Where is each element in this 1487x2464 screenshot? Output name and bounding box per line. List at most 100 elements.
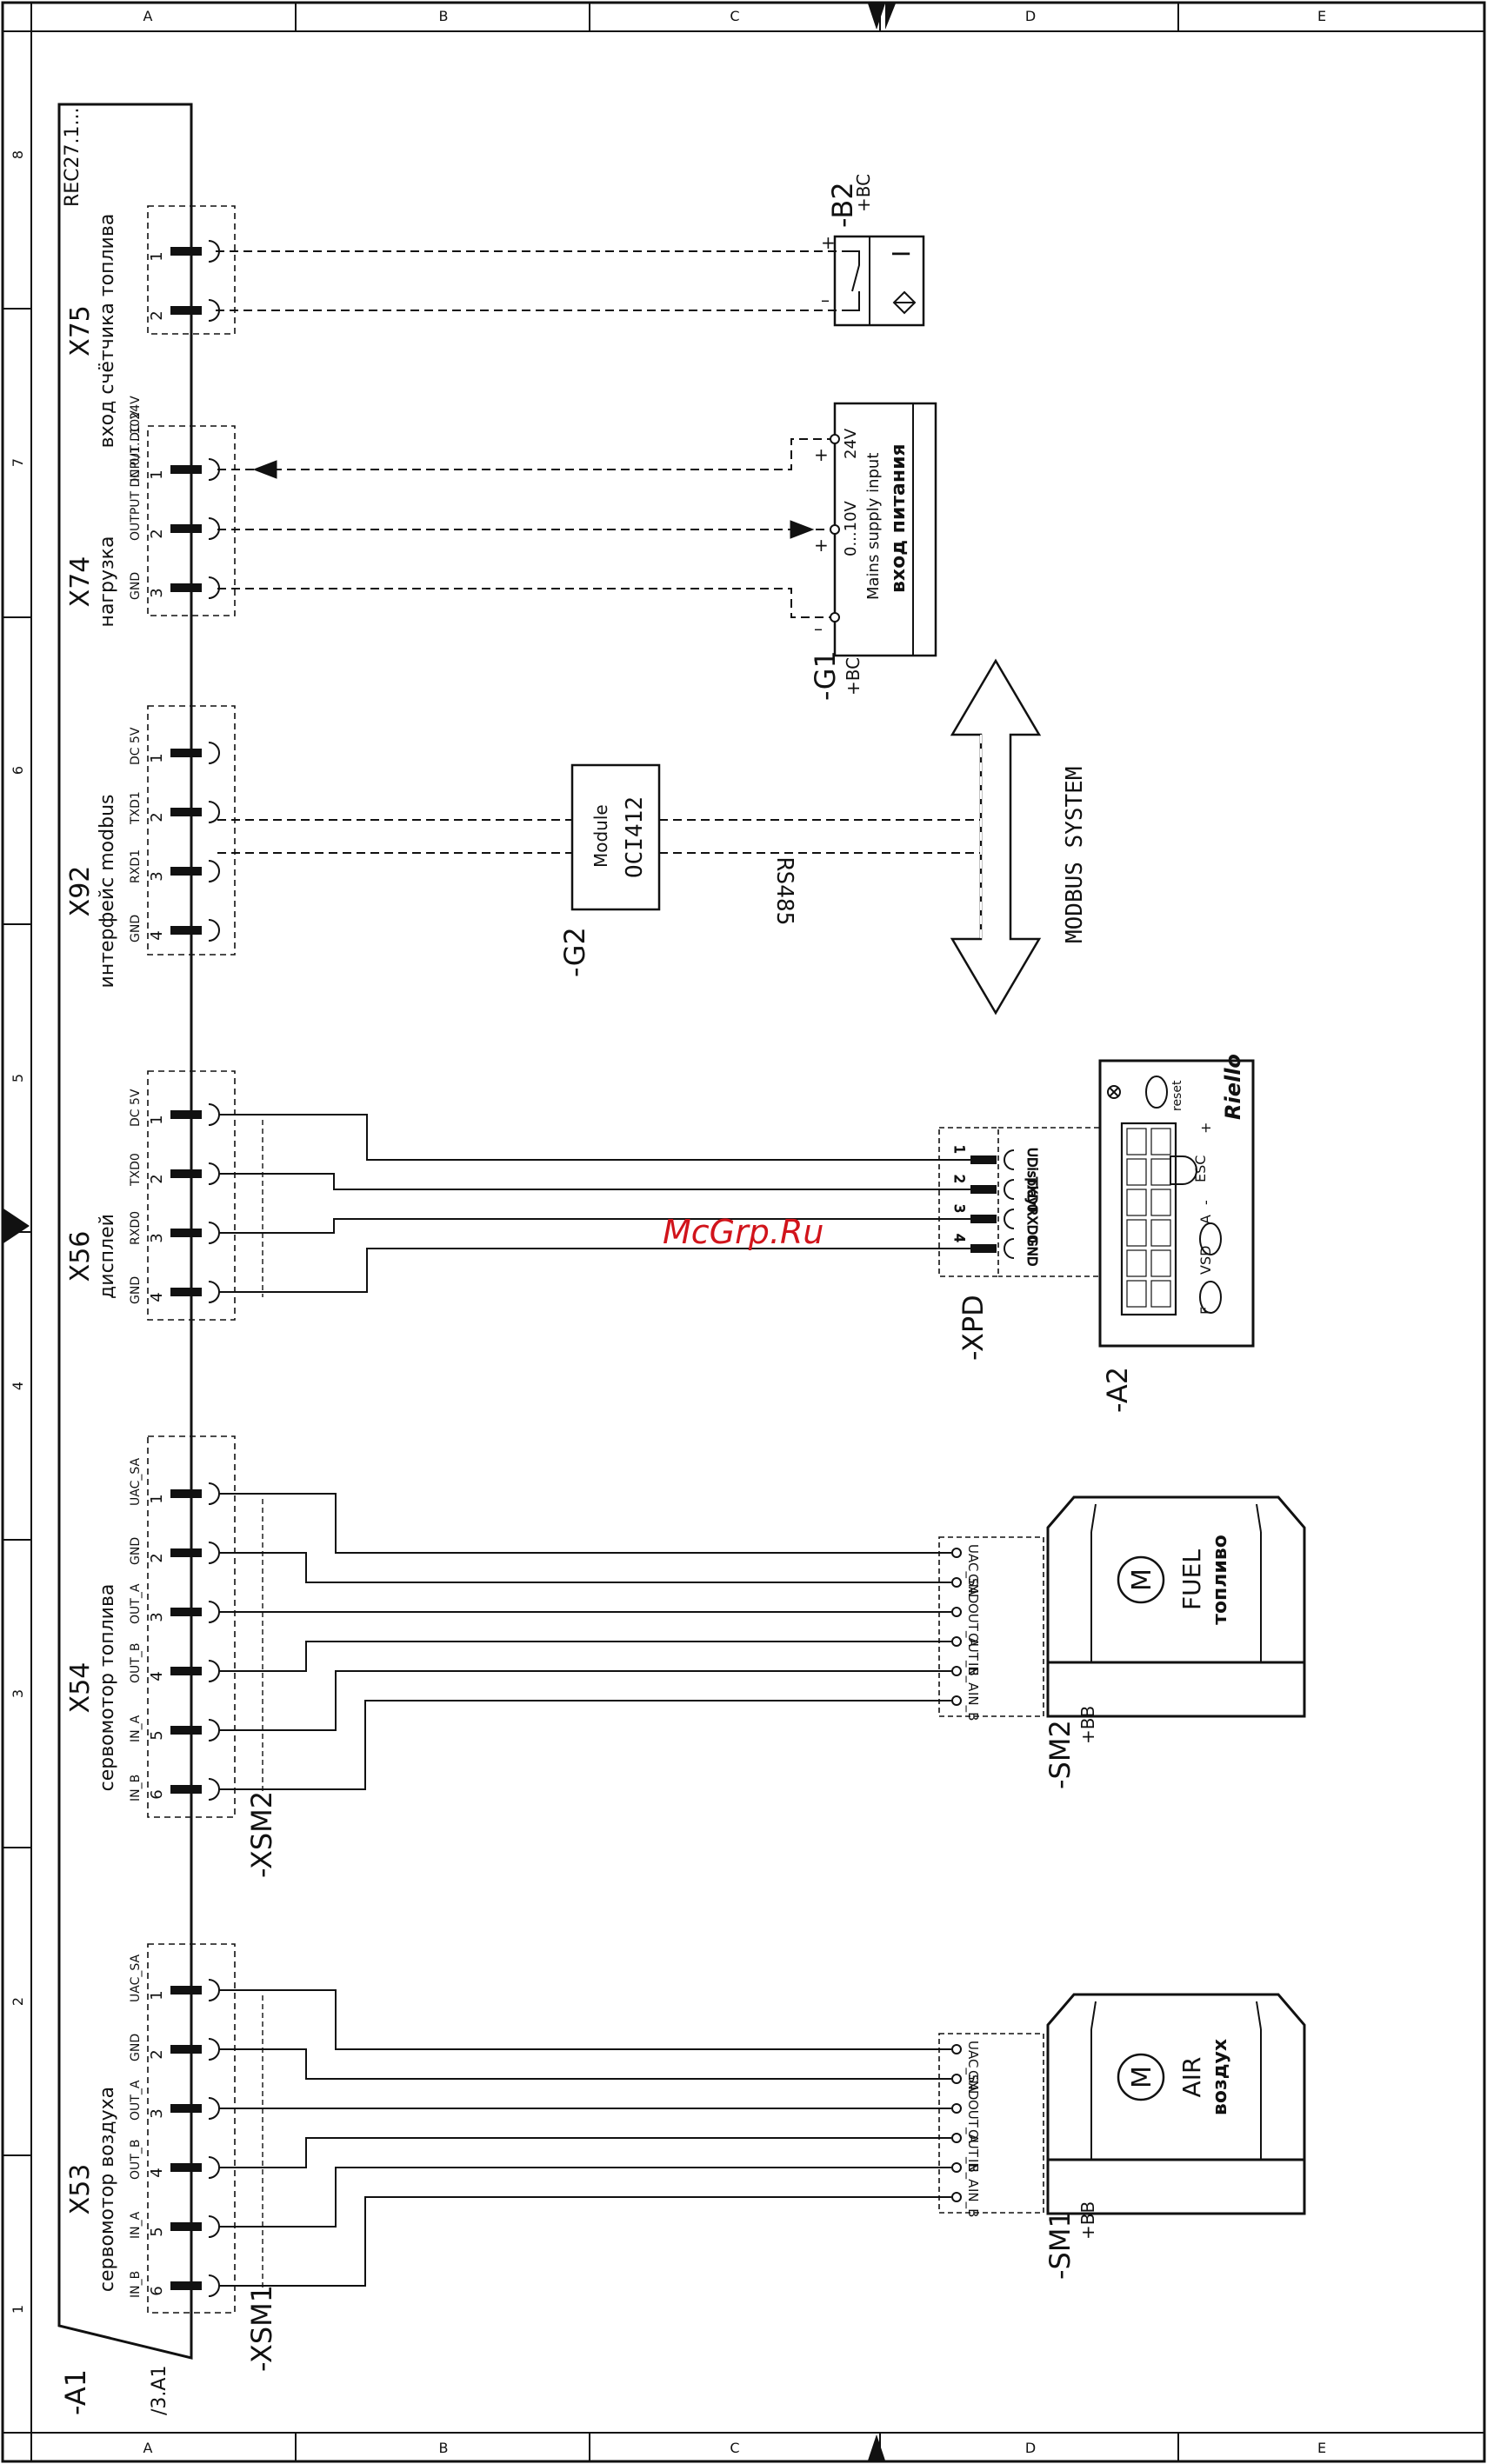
pin-number: 6 xyxy=(148,1789,166,1799)
g1-label-en: Mains supply input xyxy=(864,453,883,600)
pin-number: 3 xyxy=(148,1612,166,1622)
g1-0-10v: 0...10V xyxy=(842,500,860,556)
a2-plus: + xyxy=(1197,1122,1214,1134)
b2-location: +BC xyxy=(853,174,874,212)
pin-number: 3 xyxy=(148,588,166,597)
connector-title: интерфейс modbus xyxy=(97,795,118,989)
pin-number: 2 xyxy=(148,529,166,538)
pin-number: 4 xyxy=(148,1292,166,1302)
servo-name: AIR xyxy=(1177,2057,1206,2098)
servo-terminal-label: IN_A xyxy=(964,2159,981,2188)
connector-id: X75 xyxy=(65,305,96,356)
row-label-1: 7 xyxy=(10,458,26,467)
display-wires xyxy=(219,1114,974,1293)
pin-number: 4 xyxy=(148,930,166,940)
g1-tag: -G1 xyxy=(809,650,842,701)
xpd-label: -XPD xyxy=(957,1295,990,1361)
pin-signal: RXD1 xyxy=(129,849,143,883)
xpd-pin: 1 xyxy=(951,1145,968,1154)
sm1-tag: -SM1 xyxy=(1044,2210,1077,2280)
column-label-top-4: E xyxy=(1317,8,1326,24)
g1-minus: – xyxy=(814,618,823,639)
a2-vsd: VSD xyxy=(1197,1246,1214,1275)
row-label-2: 6 xyxy=(10,766,26,775)
sm1-location: +BB xyxy=(1077,2201,1098,2240)
b2-plus: + xyxy=(821,232,836,253)
row-label-0: 8 xyxy=(10,150,26,159)
column-label-top-1: B xyxy=(439,8,449,24)
row-label-5: 3 xyxy=(10,1689,26,1698)
servo-name-ru: воздух xyxy=(1210,2039,1231,2115)
column-label-top-0: A xyxy=(143,8,153,24)
servo-terminal-label: IN_B xyxy=(964,1692,981,1721)
pin-number: 1 xyxy=(148,251,166,261)
connector-title: сервомотор воздуха xyxy=(97,2087,118,2292)
pin-signal: GND xyxy=(129,915,143,942)
connector-title: сервомотор топлива xyxy=(97,1584,118,1792)
g1-plus-signal: + xyxy=(814,535,829,556)
pin-number: 5 xyxy=(148,1730,166,1740)
a2-tag: -A2 xyxy=(1101,1367,1134,1413)
g2-tag: -G2 xyxy=(558,927,591,977)
g1-location: +BC xyxy=(843,657,864,696)
pin-signal: GND xyxy=(129,572,143,600)
servo-terminal-label: OUT_B xyxy=(964,1633,981,1676)
pin-signal: UAC_SA xyxy=(129,1458,143,1507)
a2-reset: reset xyxy=(1170,1080,1184,1111)
module-g1 xyxy=(217,402,937,657)
servo-symbol: M xyxy=(1127,1568,1157,1591)
a2-brand: Riello xyxy=(1221,1054,1245,1120)
sm2-tag: -SM2 xyxy=(1044,1720,1077,1789)
pin-number: 6 xyxy=(148,2286,166,2295)
servo-terminal-label: OUT_B xyxy=(964,2129,981,2173)
pin-number: 3 xyxy=(148,871,166,881)
a2-pin-label: GND xyxy=(1024,1236,1040,1266)
column-label-top-3: D xyxy=(1025,8,1036,24)
column-label-top-2: C xyxy=(730,8,739,24)
pin-signal: OUT_A xyxy=(129,2080,143,2121)
pin-signal: GND xyxy=(129,2034,143,2061)
pin-signal: OUT_B xyxy=(129,2140,143,2180)
frame-ticks xyxy=(3,3,1179,2461)
servo-terminal-label: OUT_A xyxy=(964,2100,981,2143)
pin-number: 2 xyxy=(148,812,166,822)
pin-signal: INPUT DC 24V xyxy=(129,396,143,482)
pin-signal: IN_A xyxy=(129,2211,143,2239)
connector-id: X92 xyxy=(65,866,96,917)
g2-module-line1: Module xyxy=(590,804,611,868)
a2-a: A xyxy=(1197,1215,1214,1224)
pin-signal: OUTPUT DC 0/1...10V xyxy=(129,410,143,541)
device-tag: -A1 xyxy=(59,2369,92,2415)
column-label-bottom-1: B xyxy=(439,2440,449,2456)
servo-terminal-label: UAC_SA xyxy=(964,1544,981,1596)
row-label-7: 1 xyxy=(10,2305,26,2314)
servo-terminal-label: OUT_A xyxy=(964,1603,981,1647)
g2-bus: RS485 xyxy=(771,857,797,925)
g2-module-line2: OCI412 xyxy=(622,796,648,878)
row-label-6: 2 xyxy=(10,1997,26,2006)
connector-id: X74 xyxy=(65,556,96,608)
a2-f: F xyxy=(1197,1307,1214,1315)
pin-signal: IN_B xyxy=(129,1775,143,1801)
g2-system: MODBUS SYSTEM xyxy=(1062,767,1088,944)
pin-number: 4 xyxy=(148,1671,166,1681)
pin-number: 1 xyxy=(148,469,166,479)
b2-tag: -B2 xyxy=(826,182,859,228)
connector-title: дисплей xyxy=(97,1214,118,1299)
plug-xsm2-label: -XSM2 xyxy=(245,1791,278,1878)
pin-number: 1 xyxy=(148,1990,166,2000)
servo-name-ru: топливо xyxy=(1210,1535,1231,1625)
connector-title: вход счётчика топлива xyxy=(97,214,118,449)
servo-terminal-label: IN_A xyxy=(964,1662,981,1692)
b2-minus: – xyxy=(821,290,830,310)
pin-signal: IN_A xyxy=(129,1715,143,1742)
g1-plus-24v: + xyxy=(814,444,829,465)
pin-signal: UAC_SA xyxy=(129,1955,143,2003)
xpd-pin: 4 xyxy=(951,1234,968,1242)
